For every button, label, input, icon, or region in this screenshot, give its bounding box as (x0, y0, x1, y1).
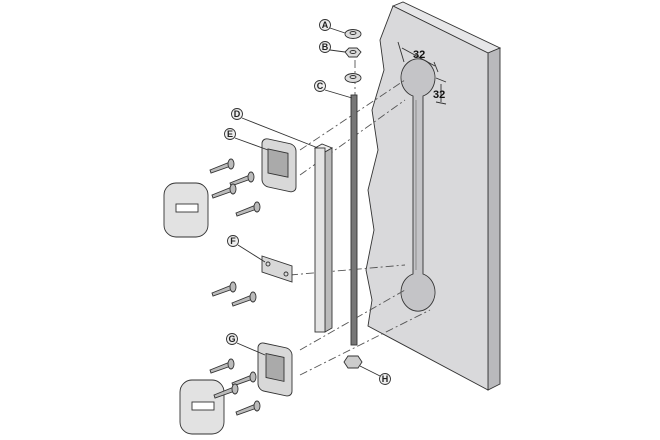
leader-lines (234, 27, 381, 377)
screw-icon (213, 383, 239, 399)
washer (344, 73, 362, 83)
label-h: H (382, 374, 389, 384)
dimension-height: 32 (433, 89, 445, 101)
cover-cap-lower (179, 379, 225, 435)
part-d-handle-profile (313, 143, 334, 333)
part-b-nut (344, 47, 362, 58)
screw-icon (235, 400, 261, 416)
screw-icon (209, 158, 235, 174)
label-c: C (317, 81, 324, 91)
door-panel (365, 1, 502, 391)
part-labels (224, 19, 391, 385)
label-g: G (228, 334, 235, 344)
screw-icon (231, 371, 257, 387)
handle-slot (400, 58, 436, 312)
screw-icon (209, 358, 235, 374)
label-b: B (322, 42, 329, 52)
part-g-bracket (257, 342, 293, 397)
label-d: D (234, 109, 241, 119)
part-e-bracket (261, 138, 297, 193)
screw-icon (211, 281, 237, 297)
label-e: E (227, 129, 233, 139)
part-c-threaded-rod (350, 94, 358, 346)
label-f: F (230, 236, 236, 246)
screw-icon (231, 291, 257, 307)
cover-cap-upper (163, 182, 209, 238)
dimension-marks (397, 41, 447, 105)
part-h-nut (343, 355, 363, 369)
label-a: A (322, 20, 329, 30)
part-a-washer (344, 29, 362, 39)
part-f-plate (261, 255, 293, 283)
screws (209, 158, 261, 416)
screw-icon (229, 171, 255, 187)
dimension-width: 32 (413, 49, 425, 61)
screw-icon (211, 183, 237, 199)
screw-icon (235, 201, 261, 217)
